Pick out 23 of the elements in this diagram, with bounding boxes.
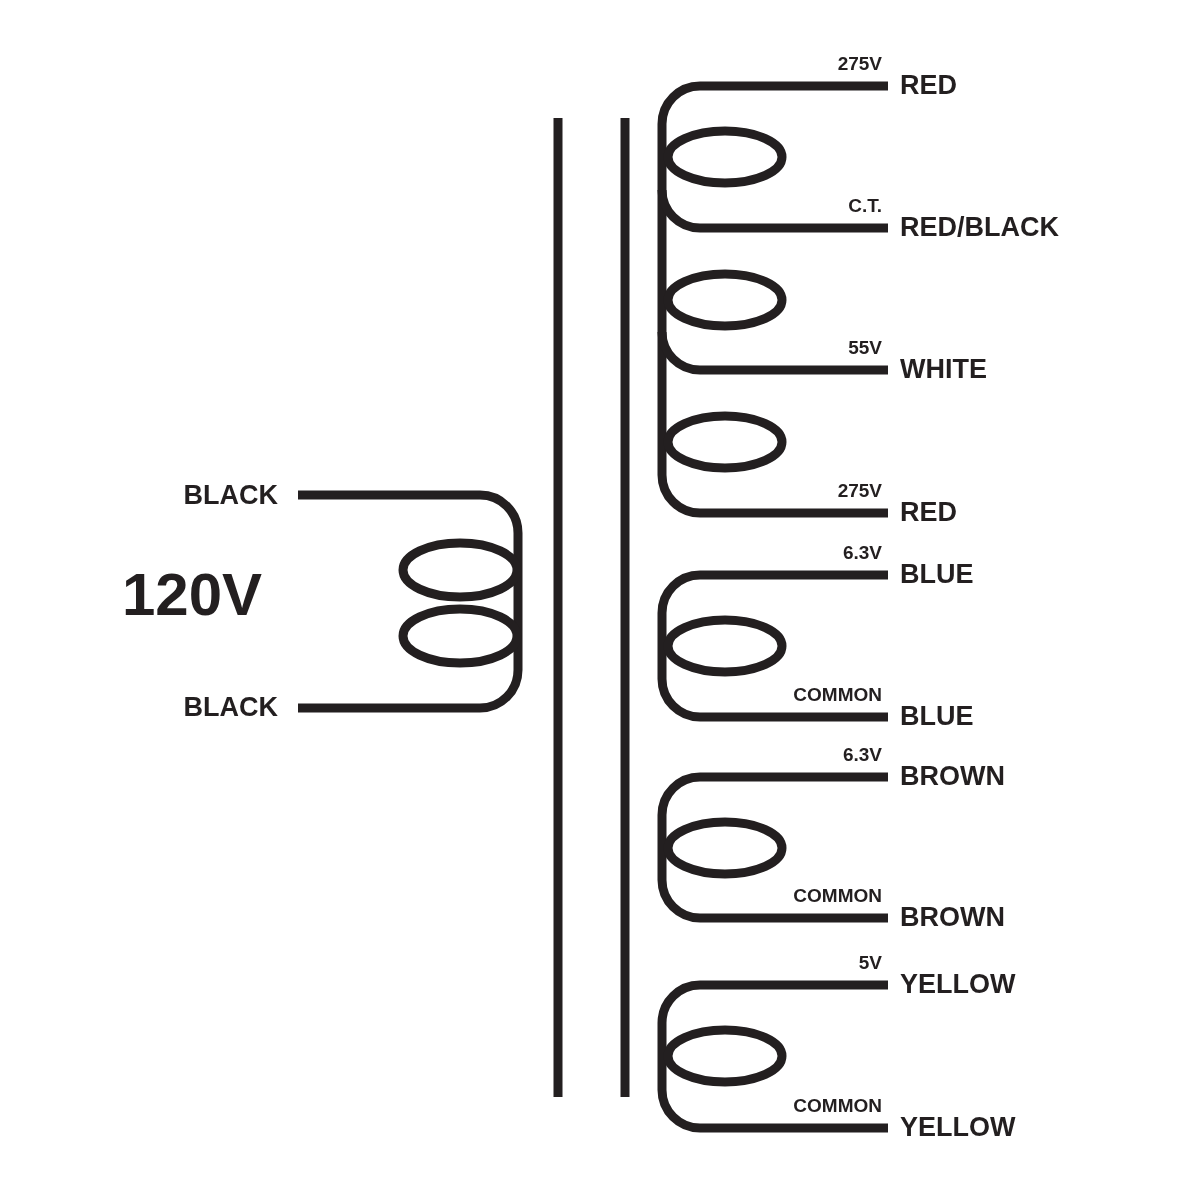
wire-color-label: BLUE [900, 703, 974, 730]
wire-color-label: YELLOW [900, 1114, 1016, 1141]
tap-label: 6.3V [842, 745, 882, 764]
wire-color-label: RED/BLACK [900, 214, 1059, 241]
tap-label: 275V [837, 481, 882, 500]
wire-color-label: RED [900, 499, 957, 526]
tap-label: 55V [848, 338, 882, 357]
tap-label: C.T. [848, 196, 882, 215]
wire-color-label: BROWN [900, 904, 1005, 931]
tap-label: COMMON [793, 886, 882, 905]
tap-label: 5V [858, 953, 882, 972]
wire-color-label: BLACK [183, 694, 278, 721]
wire-color-label: BLUE [900, 561, 974, 588]
wire-color-label: YELLOW [900, 971, 1016, 998]
tap-label: 6.3V [842, 543, 882, 562]
tap-label: 275V [837, 54, 882, 73]
tap-label: COMMON [793, 685, 882, 704]
wire-color-label: BROWN [900, 763, 1005, 790]
wire-color-label: WHITE [900, 356, 987, 383]
tap-label: COMMON [793, 1096, 882, 1115]
voltage-label: 120V [122, 565, 263, 625]
wire-color-label: RED [900, 72, 957, 99]
wire-color-label: BLACK [183, 482, 278, 509]
